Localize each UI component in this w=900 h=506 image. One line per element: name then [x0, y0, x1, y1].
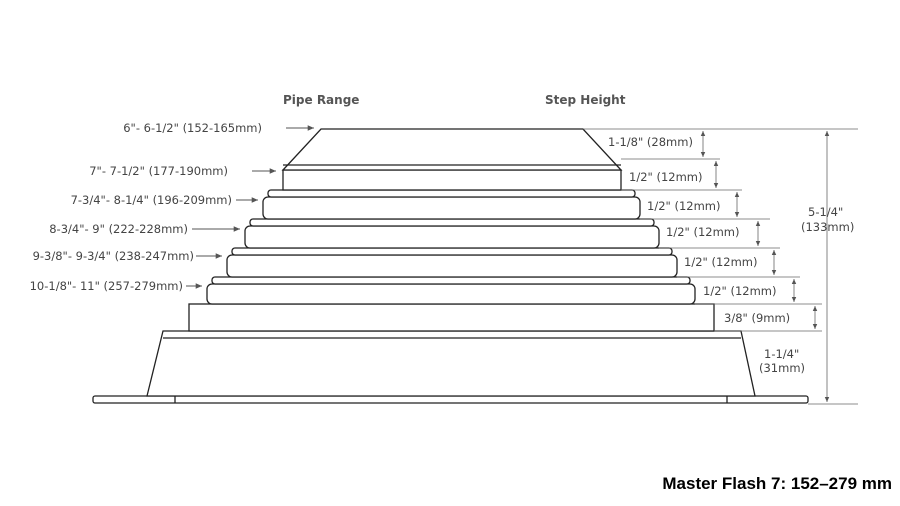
- pipe-range-label: 7-3/4"- 8-1/4" (196-209mm): [71, 193, 232, 207]
- step-4: [244, 225, 660, 249]
- step-height-label: 3/8" (9mm): [724, 311, 790, 325]
- base-flange: [92, 395, 809, 404]
- step-height-labels: 1-1/8" (28mm) 1/2" (12mm) 1/2" (12mm) 1/…: [608, 135, 805, 375]
- pipe-range-header: Pipe Range: [283, 93, 359, 107]
- pipe-range-labels: 6"- 6-1/2" (152-165mm) 7"- 7-1/2" (177-1…: [30, 121, 314, 293]
- step-6: [206, 283, 696, 305]
- step-height-header: Step Height: [545, 93, 626, 107]
- pipe-range-label: 6"- 6-1/2" (152-165mm): [123, 121, 262, 135]
- step-7: [188, 303, 715, 332]
- base-cone: [146, 330, 756, 397]
- step-2: [282, 169, 622, 191]
- step-height-label: 1/2" (12mm): [684, 255, 757, 269]
- top-cone: [281, 128, 623, 171]
- flashing-body: [92, 128, 809, 404]
- pipe-range-label: 8-3/4"- 9" (222-228mm): [49, 222, 188, 236]
- step-height-label: (31mm): [759, 361, 805, 375]
- step-height-label: 1/2" (12mm): [629, 170, 702, 184]
- product-caption: Master Flash 7: 152–279 mm: [662, 474, 892, 493]
- pipe-range-label: 7"- 7-1/2" (177-190mm): [89, 164, 228, 178]
- step-height-label: 1-1/4": [764, 347, 799, 361]
- total-height-label: (133mm): [801, 220, 854, 234]
- step-height-dimensions: [583, 128, 858, 405]
- step-height-label: 1/2" (12mm): [666, 225, 739, 239]
- step-height-label: 1/2" (12mm): [703, 284, 776, 298]
- pipe-range-label: 10-1/8"- 11" (257-279mm): [30, 279, 183, 293]
- step-height-label: 1-1/8" (28mm): [608, 135, 693, 149]
- total-height-label: 5-1/4": [808, 205, 843, 219]
- step-height-label: 1/2" (12mm): [647, 199, 720, 213]
- step-3: [262, 196, 641, 220]
- step-5: [226, 254, 678, 278]
- pipe-range-label: 9-3/8"- 9-3/4" (238-247mm): [33, 249, 194, 263]
